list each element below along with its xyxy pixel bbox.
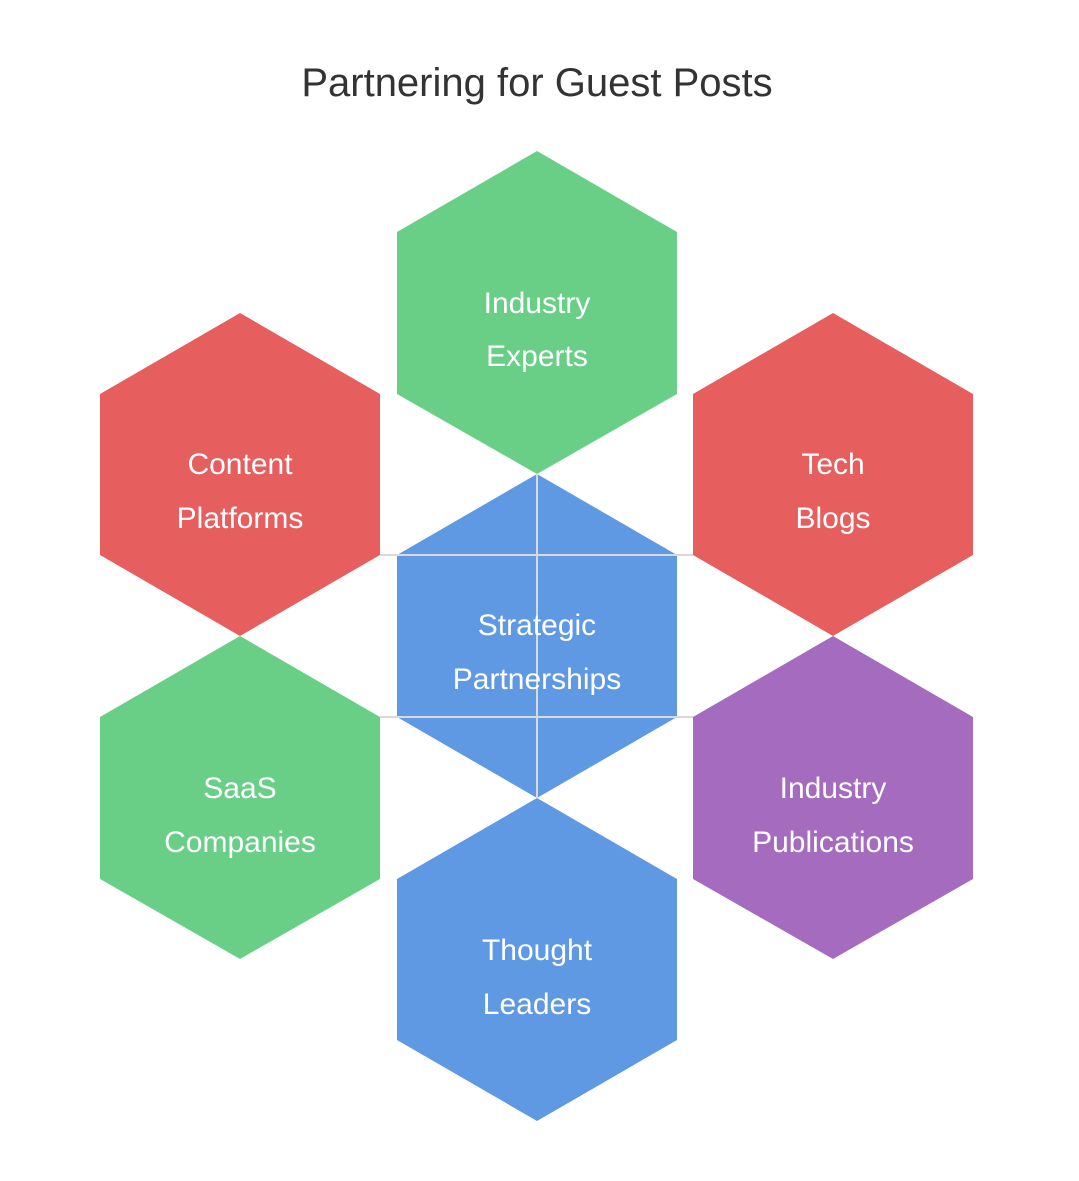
hex-tech-blogs-shape [693,313,973,636]
hex-content-platforms-label-line2: Platforms [177,502,304,535]
hex-saas-companies-label-line1: SaaS [203,772,276,805]
hex-center-label-line2: Partnerships [453,663,621,696]
hex-industry-publications-shape [693,636,973,959]
hex-tech-blogs-label-line2: Blogs [795,502,870,535]
hex-thought-leaders: Thought Leaders [397,798,677,1121]
hex-saas-companies-shape [100,636,380,959]
hex-thought-leaders-label-line2: Leaders [483,988,591,1021]
hex-saas-companies-label-line2: Companies [164,826,316,859]
hex-center-label-line1: Strategic [478,609,596,642]
hex-tech-blogs-label-line1: Tech [801,448,864,481]
hex-industry-experts-label-line1: Industry [484,287,591,320]
hex-industry-publications: Industry Publications [693,636,973,959]
hex-content-platforms-label-line1: Content [187,448,293,481]
hex-saas-companies: SaaS Companies [100,636,380,959]
hex-content-platforms: Content Platforms [100,313,380,636]
hex-industry-experts-shape [397,151,677,474]
hex-thought-leaders-label-line1: Thought [482,934,593,967]
hex-thought-leaders-shape [397,798,677,1121]
hex-industry-publications-label-line1: Industry [780,772,887,805]
hex-tech-blogs: Tech Blogs [693,313,973,636]
hex-industry-publications-label-line2: Publications [752,826,914,859]
diagram-title: Partnering for Guest Posts [301,61,772,105]
hex-industry-experts: Industry Experts [397,151,677,474]
hex-content-platforms-shape [100,313,380,636]
connector-lines [380,474,693,798]
hex-industry-experts-label-line2: Experts [486,340,588,373]
